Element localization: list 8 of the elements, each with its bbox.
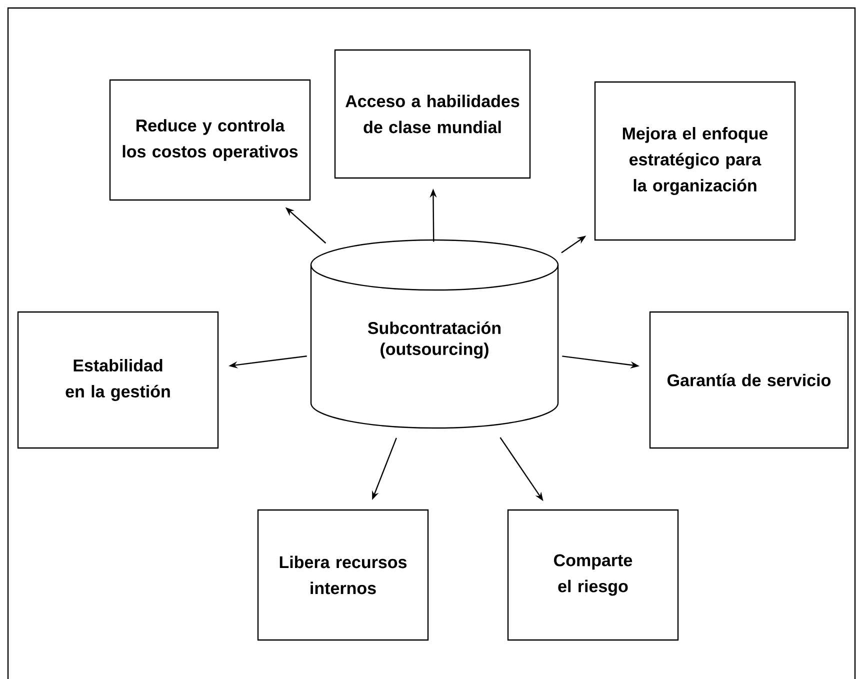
box: Libera recursos internos (257, 509, 429, 641)
box: Estabilidad en la gestión (17, 311, 219, 449)
box: Garantía de servicio (649, 311, 849, 449)
cylinder: Subcontratación (outsourcing) (310, 239, 559, 429)
box: Acceso a habilidades de clase mundial (334, 49, 531, 179)
box: Comparte el riesgo (507, 509, 679, 641)
box: Reduce y controla los costos operativos (109, 79, 311, 201)
box: Mejora el enfoque estratégico para la organización (594, 81, 796, 241)
